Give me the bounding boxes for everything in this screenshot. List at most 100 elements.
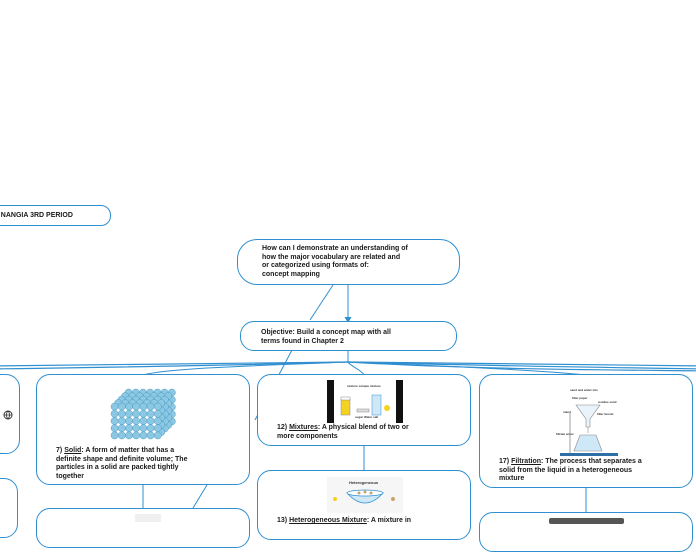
heterogeneous-term-link[interactable]: Heterogeneous Mixture	[289, 517, 367, 524]
heterogeneous-text: 13) Heterogeneous Mixture: A mixture in	[277, 517, 467, 526]
mixture-definition-start: : A physical blend of two or	[317, 424, 409, 431]
globe-icon	[3, 410, 13, 420]
heterogeneous-node[interactable]: Heterogeneous 13) Heterogeneous Mixture:…	[257, 470, 471, 540]
particle	[110, 424, 119, 433]
objective-line: terms found in Chapter 2	[261, 337, 344, 345]
node-image	[135, 514, 161, 522]
particle	[153, 417, 162, 425]
filtration-node[interactable]: sand and water mix filter paper filter f…	[479, 374, 693, 488]
heterogeneous-number: 13)	[277, 517, 288, 524]
branch-left-2	[0, 361, 349, 370]
particle	[132, 424, 141, 433]
particle	[139, 431, 148, 440]
question-node[interactable]: How can I demonstrate an understanding o…	[237, 239, 460, 285]
mixture-term-link[interactable]: Mixtures	[289, 424, 318, 431]
solid-line: particles in a solid are packed tightly	[56, 464, 179, 472]
mixture-image: mixture sample mixture sugar Water salt	[327, 380, 403, 423]
particle	[153, 402, 162, 411]
filtration-term-link[interactable]: Filtration	[511, 458, 542, 465]
question-text: How can I demonstrate an understanding o…	[262, 245, 408, 279]
mixture-image-caption: mixture sample mixture	[347, 384, 381, 388]
particle	[132, 417, 141, 425]
mixture-number: 12)	[277, 424, 288, 431]
mixture-image-caption-2: sugar Water salt	[355, 415, 378, 419]
partial-node-left-lower[interactable]	[0, 478, 18, 538]
solid-text: 7) Solid: A form of matter that has a de…	[56, 447, 241, 481]
particle	[125, 424, 133, 433]
particle	[110, 431, 119, 440]
particle	[117, 402, 126, 411]
particle	[125, 402, 133, 411]
branch-right-3	[347, 361, 696, 372]
branch-right-2	[347, 361, 696, 370]
filtration-text: 17) Filtration: The process that separat…	[499, 458, 689, 484]
objective-text: Objective: Build a concept map with all …	[261, 329, 391, 346]
particle	[110, 417, 119, 425]
objective-node[interactable]: Objective: Build a concept map with all …	[240, 321, 457, 351]
particle	[139, 424, 148, 433]
branch-to-mixture	[347, 361, 365, 376]
particle	[110, 402, 119, 411]
question-line: How can I demonstrate an understanding o…	[262, 245, 408, 252]
solid-line: definite shape and definite volume; The	[56, 455, 188, 463]
question-line: or categorized using formats of:	[262, 262, 369, 270]
question-line: how the major vocabulary are related and	[262, 253, 401, 261]
filtration-number: 17)	[499, 458, 510, 465]
filtration-label: stand	[563, 410, 571, 414]
particle	[132, 402, 141, 411]
particle	[125, 409, 133, 418]
particle	[132, 409, 141, 418]
particle	[146, 431, 155, 440]
branch-to-filtration	[347, 361, 587, 376]
particle	[125, 417, 133, 425]
heterogeneous-image: Heterogeneous	[327, 477, 403, 513]
branch-far-right	[347, 361, 696, 367]
link-solid-diagonal	[192, 484, 208, 509]
branch-to-solid	[142, 361, 349, 376]
particle	[139, 417, 148, 425]
filtration-line: solid from the liquid in a heterogeneous	[499, 466, 633, 474]
link-diagonal	[309, 284, 334, 321]
question-line: concept mapping	[262, 270, 320, 278]
solid-node[interactable]: 7) Solid: A form of matter that has a de…	[36, 374, 250, 485]
filtration-label: filtrate water	[556, 432, 575, 436]
mixture-text: 12) Mixtures: A physical blend of two or…	[277, 424, 462, 441]
solid-particles-image	[110, 388, 176, 440]
title-node[interactable]: KA NANGIA 3RD PERIOD	[0, 205, 111, 226]
particle	[139, 402, 148, 411]
filtration-definition-start: : The process that separates a	[541, 458, 642, 465]
particle	[117, 417, 126, 425]
solid-term-link[interactable]: Solid	[64, 447, 82, 454]
title-text: KA NANGIA 3RD PERIOD	[0, 212, 73, 219]
filtration-label: filter funnel	[597, 412, 613, 416]
particle	[146, 417, 155, 425]
particle	[110, 409, 119, 418]
filtration-label: sand and water mix	[570, 388, 598, 392]
particle	[146, 409, 155, 418]
filtration-label: residue sand	[598, 400, 617, 404]
partial-node-bottom-right[interactable]	[479, 512, 693, 552]
filtration-line: mixture	[499, 475, 525, 483]
heterogeneous-image-caption: Heterogeneous	[349, 480, 379, 485]
solid-definition-start: : A form of matter that has a	[81, 447, 175, 454]
particle	[146, 424, 155, 433]
particle	[125, 431, 133, 440]
particle	[153, 409, 162, 418]
particle	[153, 424, 162, 433]
objective-line: Objective: Build a concept map with all	[261, 329, 391, 336]
solid-line: together	[56, 472, 84, 480]
filtration-label: filter paper	[572, 396, 588, 400]
particle	[117, 424, 126, 433]
partial-node-left[interactable]	[0, 374, 20, 454]
partial-node-bottom-left[interactable]	[36, 508, 250, 548]
particle	[132, 431, 141, 440]
branch-far-left	[0, 361, 349, 367]
mixture-line: more components	[277, 432, 338, 440]
particle	[117, 409, 126, 418]
mixture-node[interactable]: mixture sample mixture sugar Water salt …	[257, 374, 471, 446]
particle	[117, 431, 126, 440]
filtration-image: sand and water mix filter paper filter f…	[556, 388, 618, 456]
node-image	[549, 518, 624, 524]
particle	[146, 402, 155, 411]
particle	[153, 431, 162, 440]
